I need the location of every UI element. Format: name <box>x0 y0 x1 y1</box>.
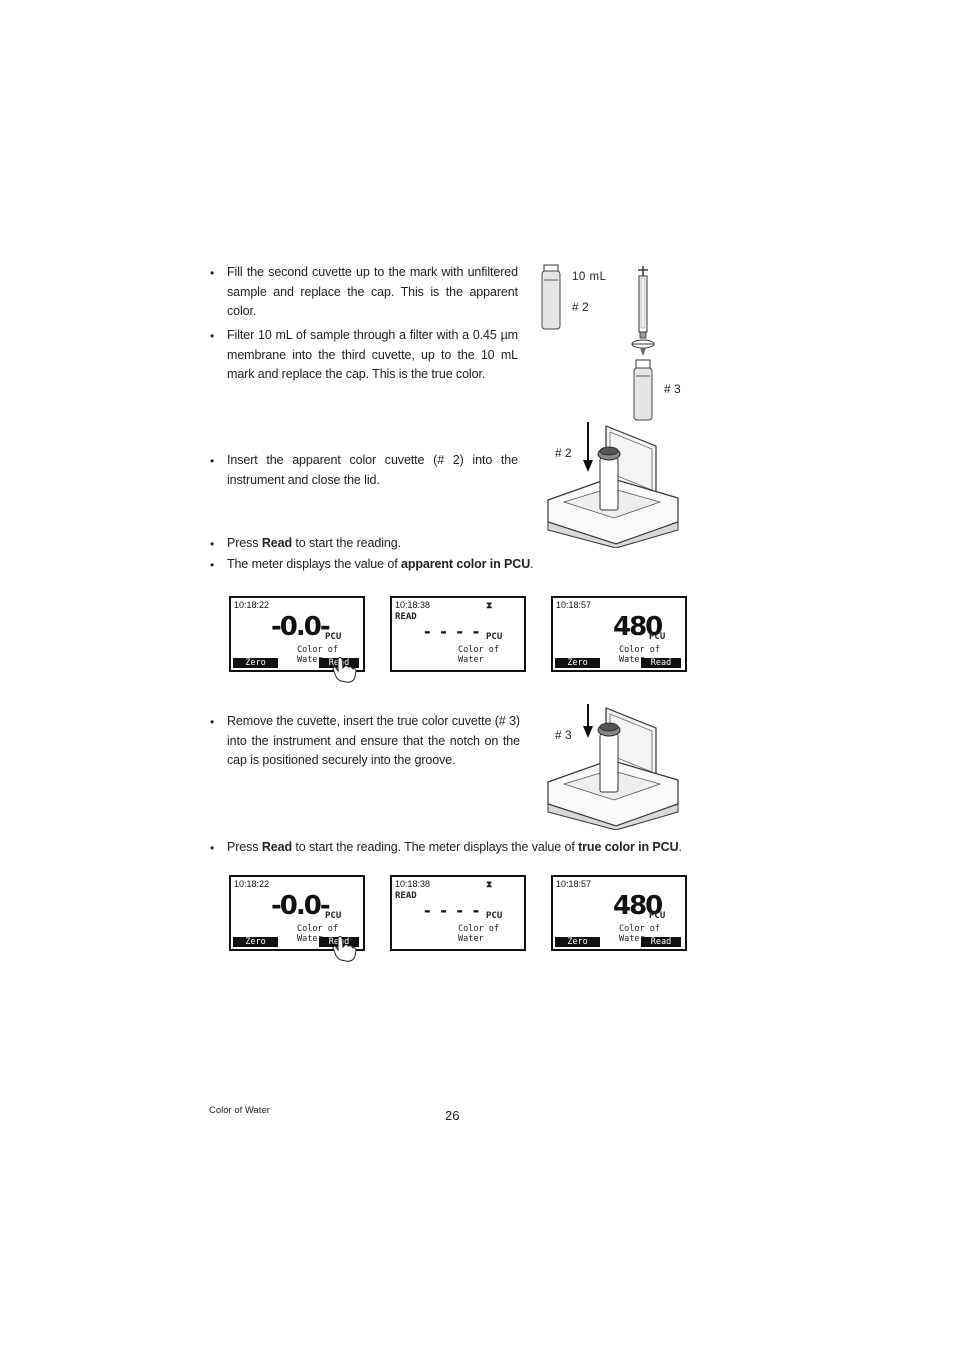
step-press-read: Press Read to start the reading. <box>227 536 401 550</box>
lcd-zero-screen: 10:18:22 -0.0- PCU Color of Water Zero R… <box>229 875 365 951</box>
step-insert-true-cuvette: Remove the cuvette, insert the true colo… <box>227 714 520 767</box>
zero-value: -0.0- <box>271 891 331 921</box>
footer-section-name: Color of Water <box>209 1105 270 1116</box>
pointing-hand-icon <box>332 657 357 683</box>
pointing-hand-icon <box>332 936 357 962</box>
volume-label: 10 mL <box>572 271 607 283</box>
lcd-reading-screen: 10:18:38 ⧗ READ - - - - PCU Color of Wat… <box>390 875 526 951</box>
step-meter-displays-apparent: The meter displays the value of apparent… <box>227 557 534 571</box>
bullet: • <box>210 329 215 343</box>
result-value: 480 <box>613 891 663 921</box>
bullet: • <box>210 715 215 729</box>
bullet: • <box>210 266 215 280</box>
bullet: • <box>210 454 215 468</box>
lcd-result-screen: 10:18:57 480 PCU Color of Water Zero Rea… <box>551 596 687 672</box>
step-insert-apparent-cuvette: Insert the apparent color cuvette (# 2) … <box>227 453 518 487</box>
zero-softkey[interactable]: Zero <box>233 937 278 947</box>
step-press-read-true-color: Press Read to start the reading. The met… <box>227 840 682 854</box>
lcd-reading-screen: 10:18:38 ⧗ READ - - - - PCU Color of Wat… <box>390 596 526 672</box>
hourglass-icon: ⧗ <box>486 600 493 610</box>
cuvette-filter-illustration <box>541 264 655 421</box>
page-number: 26 <box>445 1108 460 1123</box>
result-value: 480 <box>613 612 663 642</box>
cuvette-3-label: # 3 <box>555 728 572 742</box>
cuvette-3-label: # 3 <box>664 382 681 396</box>
lcd-result-screen: 10:18:57 480 PCU Color of Water Zero Rea… <box>551 875 687 951</box>
read-softkey[interactable]: Read <box>641 937 681 947</box>
read-key-ref: Read <box>261 536 292 550</box>
bullet: • <box>210 537 215 551</box>
zero-softkey[interactable]: Zero <box>555 937 600 947</box>
zero-softkey[interactable]: Zero <box>233 658 278 668</box>
step-filter-sample: Filter 10 mL of sample through a filter … <box>227 328 518 381</box>
true-color-ref: true color in PCU <box>578 840 679 854</box>
step-fill-second-cuvette: Fill the second cuvette up to the mark w… <box>227 265 518 318</box>
reading-dashes: - - - - <box>424 622 482 641</box>
zero-value: -0.0- <box>271 612 331 642</box>
reading-dashes: - - - - <box>424 901 482 920</box>
read-key-ref: Read <box>261 840 292 854</box>
cuvette-2-label: # 2 <box>555 446 572 460</box>
instrument-insert-cuvette-3 <box>547 704 679 830</box>
read-softkey[interactable]: Read <box>641 658 681 668</box>
apparent-color-ref: apparent color in PCU <box>400 557 531 571</box>
zero-softkey[interactable]: Zero <box>555 658 600 668</box>
bullet: • <box>210 841 215 855</box>
hourglass-icon: ⧗ <box>486 879 493 889</box>
bullet: • <box>210 558 215 572</box>
instrument-insert-cuvette-2 <box>547 422 679 548</box>
cuvette-2-label: # 2 <box>572 300 589 314</box>
